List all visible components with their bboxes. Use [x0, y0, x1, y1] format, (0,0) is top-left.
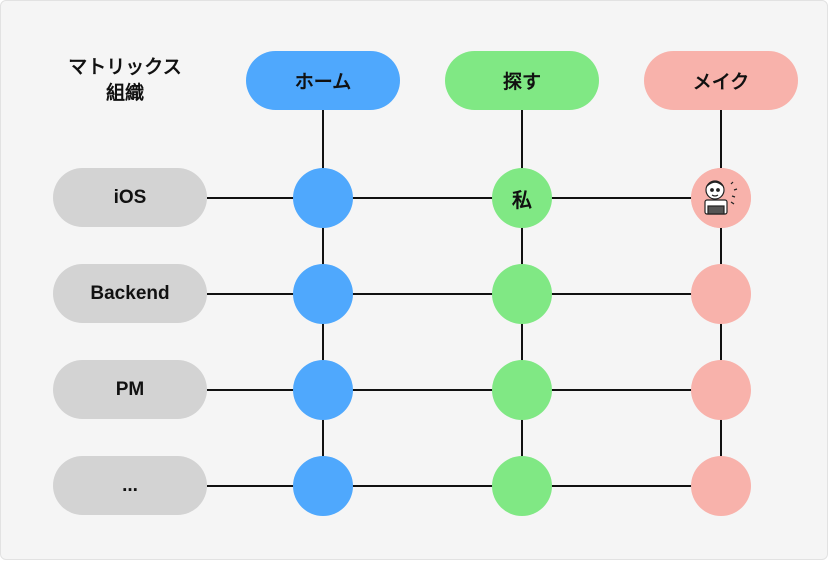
row-header-pm: PM — [53, 360, 207, 419]
node-ios-home — [293, 168, 353, 228]
node-pm-sagasu — [492, 360, 552, 420]
column-header-sagasu-label: 探す — [502, 71, 541, 93]
node-backend-sagasu — [492, 264, 552, 324]
node-etc-home — [293, 456, 353, 516]
column-header-home-label: ホーム — [294, 71, 352, 93]
node-backend-make — [691, 264, 751, 324]
row-header-backend-label: Backend — [90, 282, 170, 304]
node-etc-sagasu — [492, 456, 552, 516]
title-line-2: 組織 — [105, 82, 144, 104]
row-header-backend: Backend — [53, 264, 207, 323]
title-line-1: マトリックス — [68, 56, 182, 78]
column-header-sagasu: 探す — [445, 51, 599, 110]
node-pm-home — [293, 360, 353, 420]
node-ios-sagasu-label: 私 — [512, 187, 532, 212]
row-header-ios-label: iOS — [113, 186, 147, 208]
column-header-make-label: メイク — [692, 71, 750, 93]
node-ios-sagasu: 私 — [492, 168, 552, 228]
row-header-ios: iOS — [53, 168, 207, 227]
column-header-make: メイク — [644, 51, 798, 110]
node-etc-make — [691, 456, 751, 516]
row-header-etc-label: ... — [122, 474, 138, 496]
node-ios-make — [691, 168, 751, 228]
cartoon-avatar-icon — [691, 168, 751, 228]
node-backend-home — [293, 264, 353, 324]
node-pm-make — [691, 360, 751, 420]
row-header-pm-label: PM — [115, 378, 145, 400]
diagram-title: マトリックス 組織 — [52, 54, 198, 106]
column-header-home: ホーム — [246, 51, 400, 110]
row-header-etc: ... — [53, 456, 207, 515]
